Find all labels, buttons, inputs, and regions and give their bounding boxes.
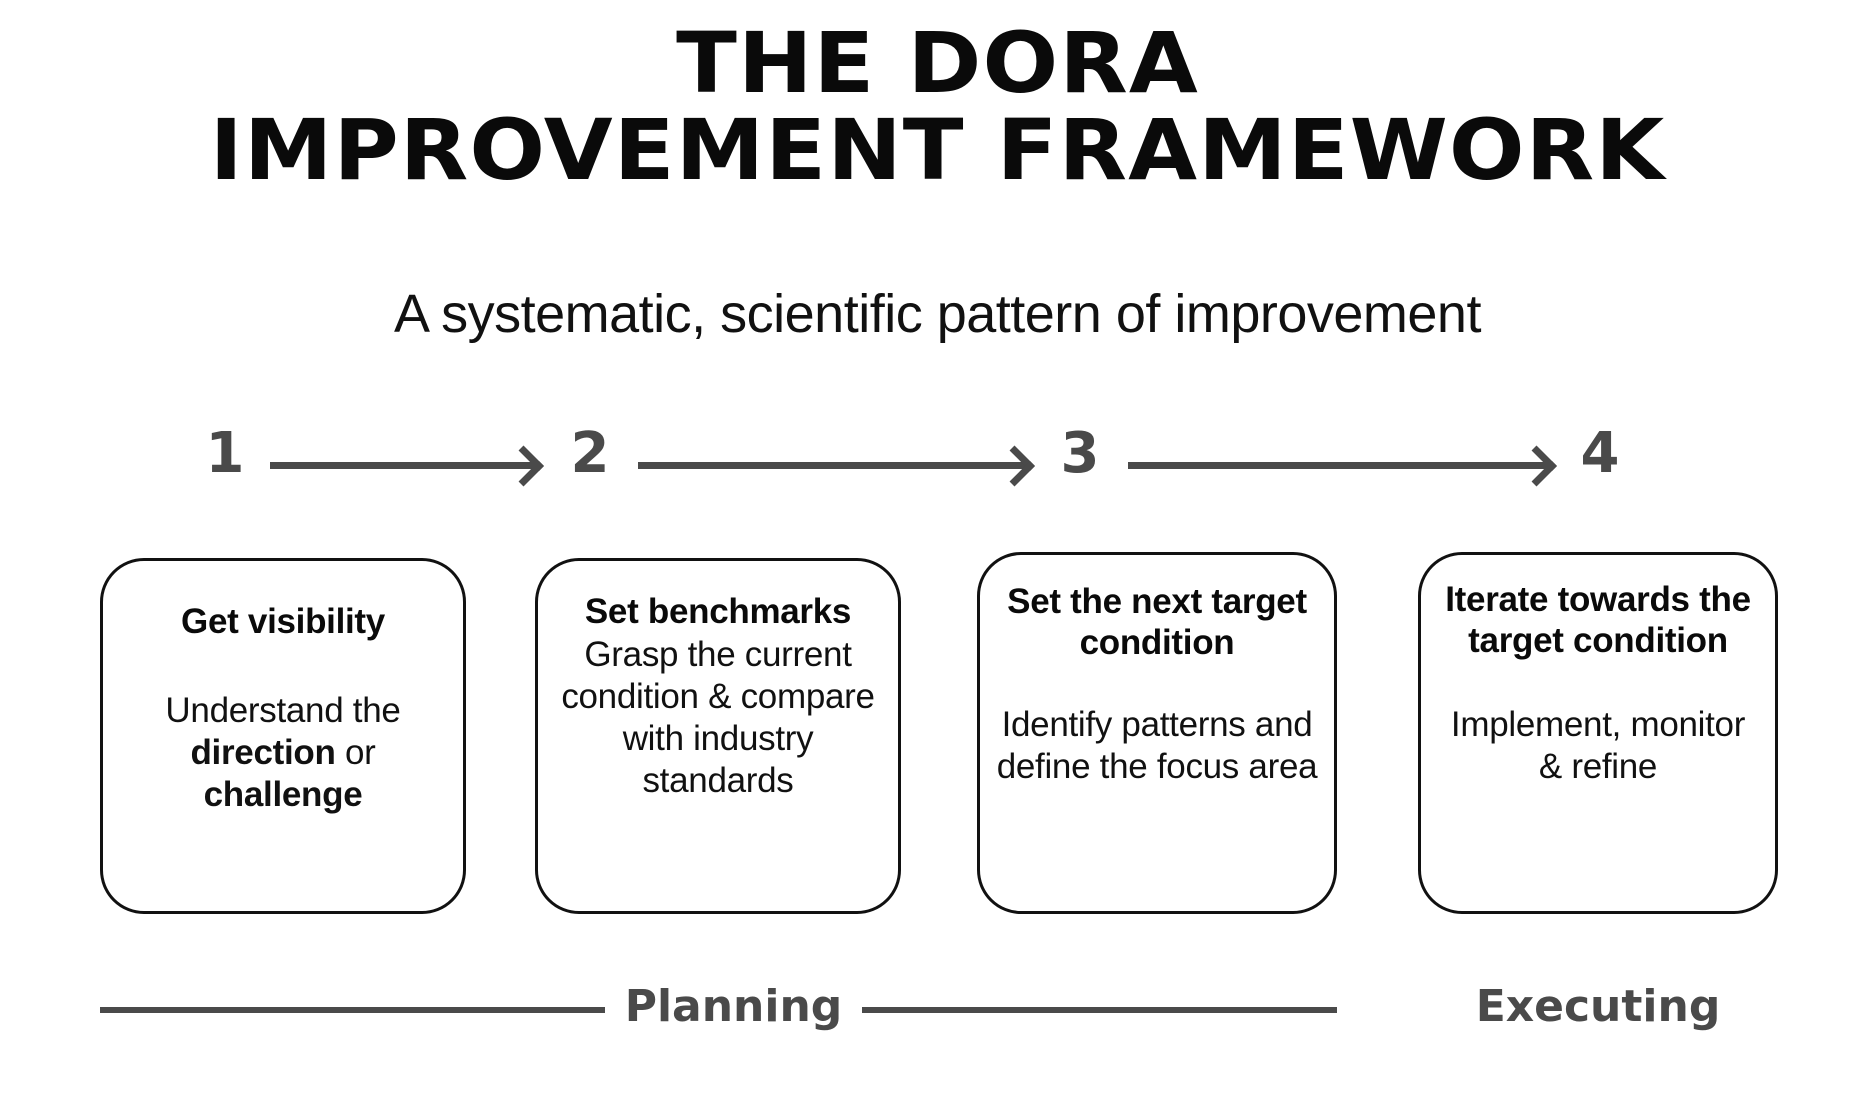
- arrow-shaft: [270, 462, 535, 469]
- arrow-shaft: [638, 462, 1026, 469]
- step-card-2-body: Grasp the current condition & compare wi…: [561, 635, 875, 801]
- step-card-1-body: Understand the direction or challenge: [119, 690, 447, 816]
- page-title: THE DORA IMPROVEMENT FRAMEWORK: [0, 14, 1875, 200]
- step-card-3-heading: Set the next target condition: [1007, 582, 1307, 663]
- step-number-1: 1: [205, 421, 245, 486]
- step-card-4-heading: Iterate towards the target condition: [1445, 580, 1751, 661]
- phase-divider-left: [100, 1007, 605, 1013]
- phase-label-planning: Planning: [624, 981, 843, 1032]
- step-card-3: Set the next target condition Identify p…: [977, 552, 1337, 914]
- phase-divider-right: [862, 1007, 1337, 1013]
- step-card-4-body: Implement, monitor & refine: [1450, 704, 1746, 786]
- step-sequence: 1 2 3 4: [0, 418, 1875, 498]
- title-line-1: THE DORA: [676, 14, 1199, 112]
- step-card-2-heading: Set benchmarks: [584, 592, 852, 631]
- step-card-2: Set benchmarks Grasp the current conditi…: [535, 558, 901, 914]
- step-card-1-heading: Get visibility: [181, 602, 385, 641]
- step-number-2: 2: [570, 421, 610, 486]
- step-card-4: Iterate towards the target condition Imp…: [1418, 552, 1778, 914]
- arrow-shaft: [1128, 462, 1548, 469]
- step-number-3: 3: [1060, 421, 1100, 486]
- arrow-icon-1-to-2: [270, 444, 545, 487]
- step-card-1-body-bold-2: challenge: [203, 775, 363, 815]
- page-subtitle: A systematic, scientific pattern of impr…: [394, 284, 1481, 344]
- phase-bar: Planning Executing: [0, 975, 1875, 1055]
- step-card-3-body: Identify patterns and define the focus a…: [996, 704, 1318, 786]
- step-card-1-body-prefix: Understand the: [165, 691, 401, 731]
- step-card-1: Get visibility Understand the direction …: [100, 558, 466, 914]
- phase-label-executing: Executing: [1475, 981, 1721, 1032]
- arrow-icon-3-to-4: [1128, 444, 1558, 487]
- title-line-2: IMPROVEMENT FRAMEWORK: [209, 101, 1666, 200]
- step-card-1-body-middle: or: [335, 733, 376, 773]
- step-number-4: 4: [1580, 421, 1620, 486]
- arrow-icon-2-to-3: [638, 444, 1036, 487]
- step-card-1-body-bold-1: direction: [190, 733, 336, 773]
